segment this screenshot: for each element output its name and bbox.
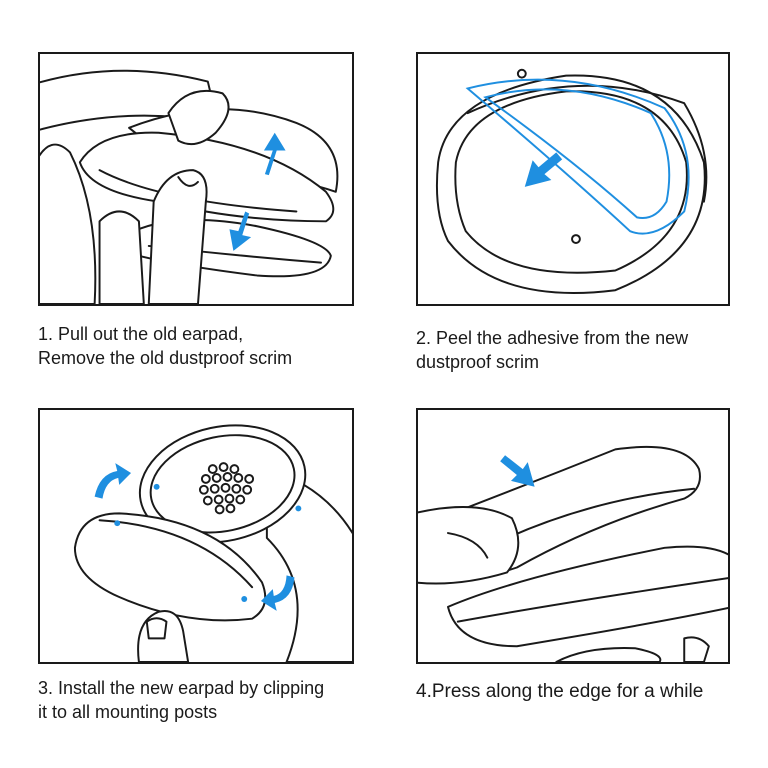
step2-caption-line2: dustproof scrim — [416, 352, 540, 372]
step1-illustration — [38, 52, 354, 306]
step2-illustration — [416, 52, 730, 306]
step4-drawing — [418, 446, 728, 662]
step1-drawing — [40, 69, 339, 304]
step2-caption-line1: 2. Peel the adhesive from the new — [416, 328, 689, 348]
step4-caption: 4.Press along the edge for a while — [416, 680, 703, 704]
step1-caption-line1: 1. Pull out the old earpad, — [38, 324, 244, 344]
step2-caption: 2. Peel the adhesive from the new dustpr… — [416, 326, 688, 374]
step3-caption-line1: 3. Install the new earpad by clipping — [38, 678, 325, 698]
step3-illustration — [38, 408, 354, 664]
step3-caption-line2: it to all mounting posts — [38, 702, 218, 722]
step3-caption: 3. Install the new earpad by clipping it… — [38, 676, 324, 724]
step1-caption-line2: Remove the old dustproof scrim — [38, 348, 293, 368]
step3-drawing — [73, 424, 352, 662]
step4-illustration — [416, 408, 730, 664]
step2-drawing — [435, 68, 708, 294]
step1-caption: 1. Pull out the old earpad, Remove the o… — [38, 322, 292, 370]
step4-caption-line1: 4.Press along the edge for a while — [416, 681, 704, 702]
